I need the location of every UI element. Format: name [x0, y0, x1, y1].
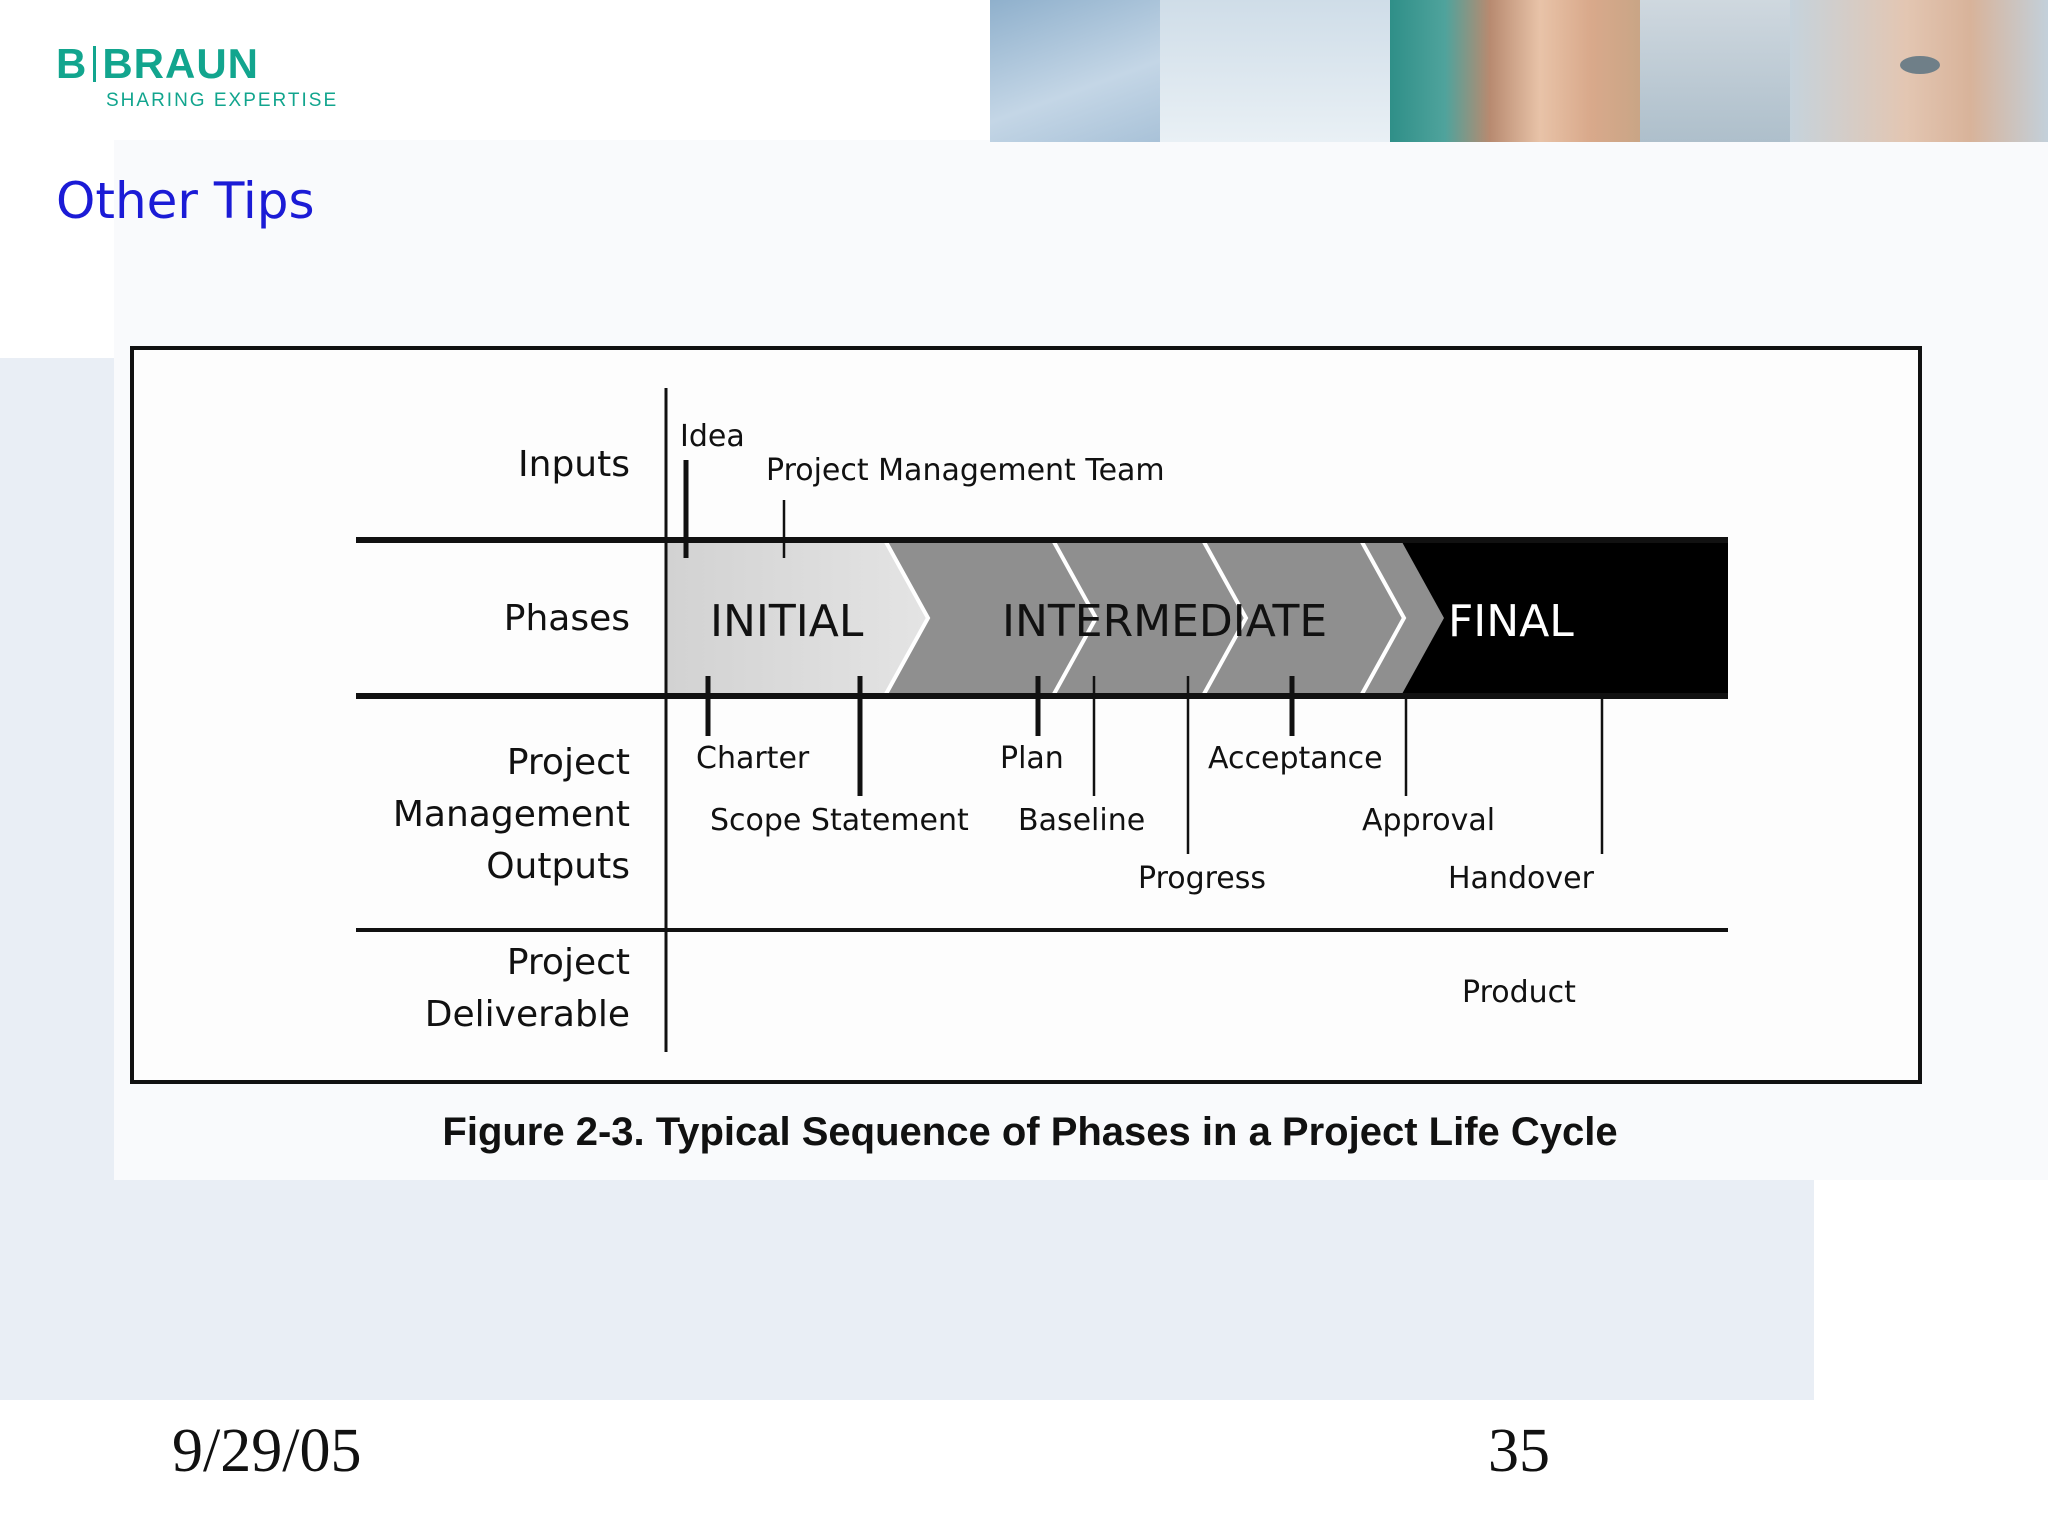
deliverable-product: Product [1462, 975, 1576, 1010]
chevron-intermediate-2 [1202, 541, 1249, 695]
output-scope-statement: Scope Statement [710, 803, 969, 838]
chevron-intermediate-1 [1052, 541, 1099, 695]
logo-brand-right: BRAUN [102, 40, 259, 87]
logo-brand-left: B [56, 40, 88, 87]
chevron-initial [884, 541, 931, 695]
output-plan: Plan [1000, 741, 1064, 776]
phase-intermediate: INTERMEDIATE [1002, 596, 1327, 647]
row-label-deliverable-line1: Project [507, 942, 630, 983]
logo-tagline: SHARING EXPERTISE [106, 90, 339, 111]
output-baseline: Baseline [1018, 803, 1145, 838]
input-project-management-team: Project Management Team [766, 453, 1165, 488]
row-label-phases: Phases [504, 598, 630, 639]
diagram-canvas: Inputs Phases Project Management Outputs… [356, 388, 1728, 1052]
row-label-inputs: Inputs [518, 444, 630, 485]
face-eye [1900, 56, 1940, 74]
footer-date: 9/29/05 [172, 1417, 362, 1485]
header-photo-strip [990, 0, 2048, 142]
initial-phase-band [666, 542, 928, 694]
row-label-outputs-line3: Outputs [486, 846, 630, 887]
phase-final: FINAL [1448, 596, 1574, 647]
output-progress: Progress [1138, 861, 1266, 896]
phase-initial: INITIAL [710, 596, 864, 647]
output-charter: Charter [696, 741, 810, 776]
input-idea: Idea [680, 419, 745, 454]
figure-caption: Figure 2-3. Typical Sequence of Phases i… [442, 1110, 1618, 1154]
photo-woman-face-panel [1390, 0, 1640, 142]
logo-divider [93, 46, 97, 82]
photo-sky-panel [990, 0, 1160, 142]
slide-title: Other Tips [56, 172, 315, 230]
output-acceptance: Acceptance [1208, 741, 1383, 776]
row-label-outputs-line2: Management [393, 794, 630, 835]
photo-face-closeup-panel [1790, 0, 2048, 142]
output-approval: Approval [1362, 803, 1495, 838]
row-label-deliverable-line2: Deliverable [425, 994, 630, 1035]
footer-page-number: 35 [1488, 1417, 1550, 1485]
logo-brand: B BRAUN [56, 40, 338, 88]
photo-light-panel [1160, 0, 1390, 142]
output-handover: Handover [1448, 861, 1595, 896]
bbraun-logo: B BRAUN SHARING EXPERTISE [56, 40, 338, 112]
photo-grey-panel [1640, 0, 1790, 142]
chevron-intermediate-3 [1360, 541, 1407, 695]
row-label-outputs-line1: Project [507, 742, 630, 783]
project-life-cycle-diagram: Inputs Phases Project Management Outputs… [130, 346, 1922, 1084]
